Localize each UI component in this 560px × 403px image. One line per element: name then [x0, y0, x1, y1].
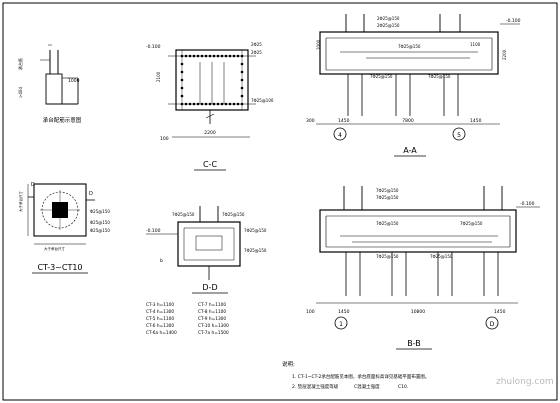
dd-rebar-3: 7Φ25@150 — [244, 228, 267, 233]
notes: 说明: 1. CT-1~CT-2承台配筋见本图，承台底面标高详见基础平面布置图。… — [282, 360, 429, 390]
notes-line2b: C10. — [398, 384, 408, 390]
bb-rebar-bot1: 7Φ25@150 — [376, 254, 399, 259]
dd-elev: -0.100 — [146, 228, 161, 234]
schedule-table: CT-3 h=1100 CT-7 h=1100 CT-4 h=1300 CT-8… — [146, 302, 229, 336]
notes-line2: 2. 垫层混凝土强度等级 — [292, 383, 339, 390]
schedule-row-2-right: CT-8 h=1100 — [198, 309, 226, 315]
dd-rebar-2: 7Φ25@150 — [222, 212, 245, 217]
ct-bottom-dim: 大于承台尺寸 — [44, 246, 65, 251]
aa-h2: 1000 — [316, 39, 321, 50]
dd-title: D-D — [202, 283, 217, 292]
bb-left-small: 100 — [306, 309, 315, 315]
schedule-row-3-left: CT-5 h=1100 — [146, 316, 174, 322]
detail-caption: 承台配筋示意图 — [43, 116, 82, 124]
aa-axis-4: 4 — [338, 132, 342, 139]
plan-ct: 大于承台尺寸 大于承台尺寸 D D Φ25@150 Φ25@150 Φ25@15… — [18, 182, 110, 274]
ct-marker-d1: D — [31, 182, 35, 188]
schedule-row-3-right: CT-9 h=1300 — [198, 316, 226, 322]
watermark-text: zhulong.com — [496, 377, 554, 387]
aa-dim-left: 1450 — [338, 118, 350, 124]
dd-rebar-1: 7Φ25@150 — [172, 212, 195, 217]
detail-small: 1000 承台筋 >40d 承台配筋示意图 — [17, 44, 82, 124]
section-dd: -0.100 7Φ25@150 7Φ25@150 7Φ25@150 7Φ25@1… — [146, 206, 267, 294]
cc-elev: -0.100 — [146, 44, 161, 50]
dd-side: b — [160, 258, 163, 264]
aa-dim-right: 1450 — [470, 118, 482, 124]
dd-rebar-4: 7Φ25@150 — [244, 248, 267, 253]
aa-h3: 2200 — [502, 49, 507, 60]
bb-elev: -0.100 — [520, 201, 535, 207]
cc-rebar-1: 2Φ25 — [251, 42, 262, 47]
schedule-row-4-left: CT-6 h=1300 — [146, 323, 174, 329]
ct-title: CT-3~CT10 — [37, 263, 82, 272]
bb-rebar-top1: 7Φ25@150 — [376, 188, 399, 193]
ct-rebar-3: Φ25@150 — [90, 228, 110, 233]
cc-title: C-C — [203, 160, 217, 169]
ct-marker-d2: D — [89, 191, 93, 197]
notes-line1: 1. CT-1~CT-2承台配筋见本图，承台底面标高详见基础平面布置图。 — [292, 373, 429, 380]
section-cc: -0.100 2Φ25 2Φ25 7Φ25@100 2100 2200 100 … — [146, 42, 274, 171]
cc-width: 2200 — [204, 130, 216, 136]
bb-title: B-B — [407, 339, 421, 348]
bb-dim-right: 1450 — [494, 309, 506, 315]
ct-left-dim: 大于承台尺寸 — [18, 191, 23, 212]
ct-rebar-2: Φ25@150 — [90, 220, 110, 225]
aa-dim-mid: 7800 — [402, 118, 414, 124]
aa-title: A-A — [403, 146, 417, 155]
schedule-row-2-left: CT-4 h=1300 — [146, 309, 174, 315]
cc-rebar-3: 7Φ25@100 — [251, 98, 274, 103]
notes-head: 说明: — [282, 360, 295, 368]
detail-dim-text: 1000 — [68, 78, 80, 84]
schedule-row-5-right: CT-7a h=1500 — [198, 330, 229, 336]
cc-small-dim: 100 — [160, 136, 169, 142]
bb-rebar-mid2: 7Φ25@150 — [460, 221, 483, 226]
schedule-row-5-left: CT-6a h=1400 — [146, 330, 177, 336]
schedule-row-1-right: CT-7 h=1100 — [198, 302, 226, 308]
cc-height: 2100 — [156, 71, 161, 82]
aa-rebar-bot2: 7Φ25@150 — [428, 74, 451, 79]
section-aa: 300 1450 7800 1450 4 5 2Φ25@150 2Φ25@150… — [306, 14, 521, 157]
aa-h1: 1100 — [470, 42, 481, 47]
bb-rebar-mid1: 7Φ25@150 — [376, 221, 399, 226]
aa-axis-5: 5 — [457, 132, 461, 139]
aa-rebar-top3: 2Φ25@150 — [377, 23, 400, 28]
bb-axis-1: 1 — [339, 321, 343, 328]
bb-rebar-top2: 7Φ25@150 — [376, 195, 399, 200]
schedule-row-1-left: CT-3 h=1100 — [146, 302, 174, 308]
aa-rebar-top1: 2Φ25@150 — [377, 16, 400, 21]
bb-dim-left: 1450 — [338, 309, 350, 315]
aa-left-small: 300 — [306, 118, 315, 124]
aa-elev: -0.100 — [506, 18, 521, 24]
ct-rebar-1: Φ25@150 — [90, 209, 110, 214]
aa-rebar-top2: 7Φ25@150 — [398, 44, 421, 49]
cc-rebar-2: 2Φ25 — [251, 50, 262, 55]
detail-side-text: 承台筋 — [17, 58, 23, 70]
detail-side-text2: >40d — [18, 87, 23, 98]
schedule-row-4-right: CT-10 h=1300 — [198, 323, 229, 329]
watermark: zhulong.com — [496, 377, 554, 387]
section-bb: 100 1450 10800 1450 1 D 7Φ25@150 7Φ25@15… — [306, 186, 540, 350]
bb-axis-d: D — [490, 321, 495, 328]
bb-rebar-bot2: 7Φ25@150 — [430, 254, 453, 259]
bb-dim-mid: 10800 — [411, 309, 425, 315]
aa-rebar-bot1: 7Φ25@150 — [370, 74, 393, 79]
notes-line2c: C混凝土强度 — [354, 383, 380, 390]
